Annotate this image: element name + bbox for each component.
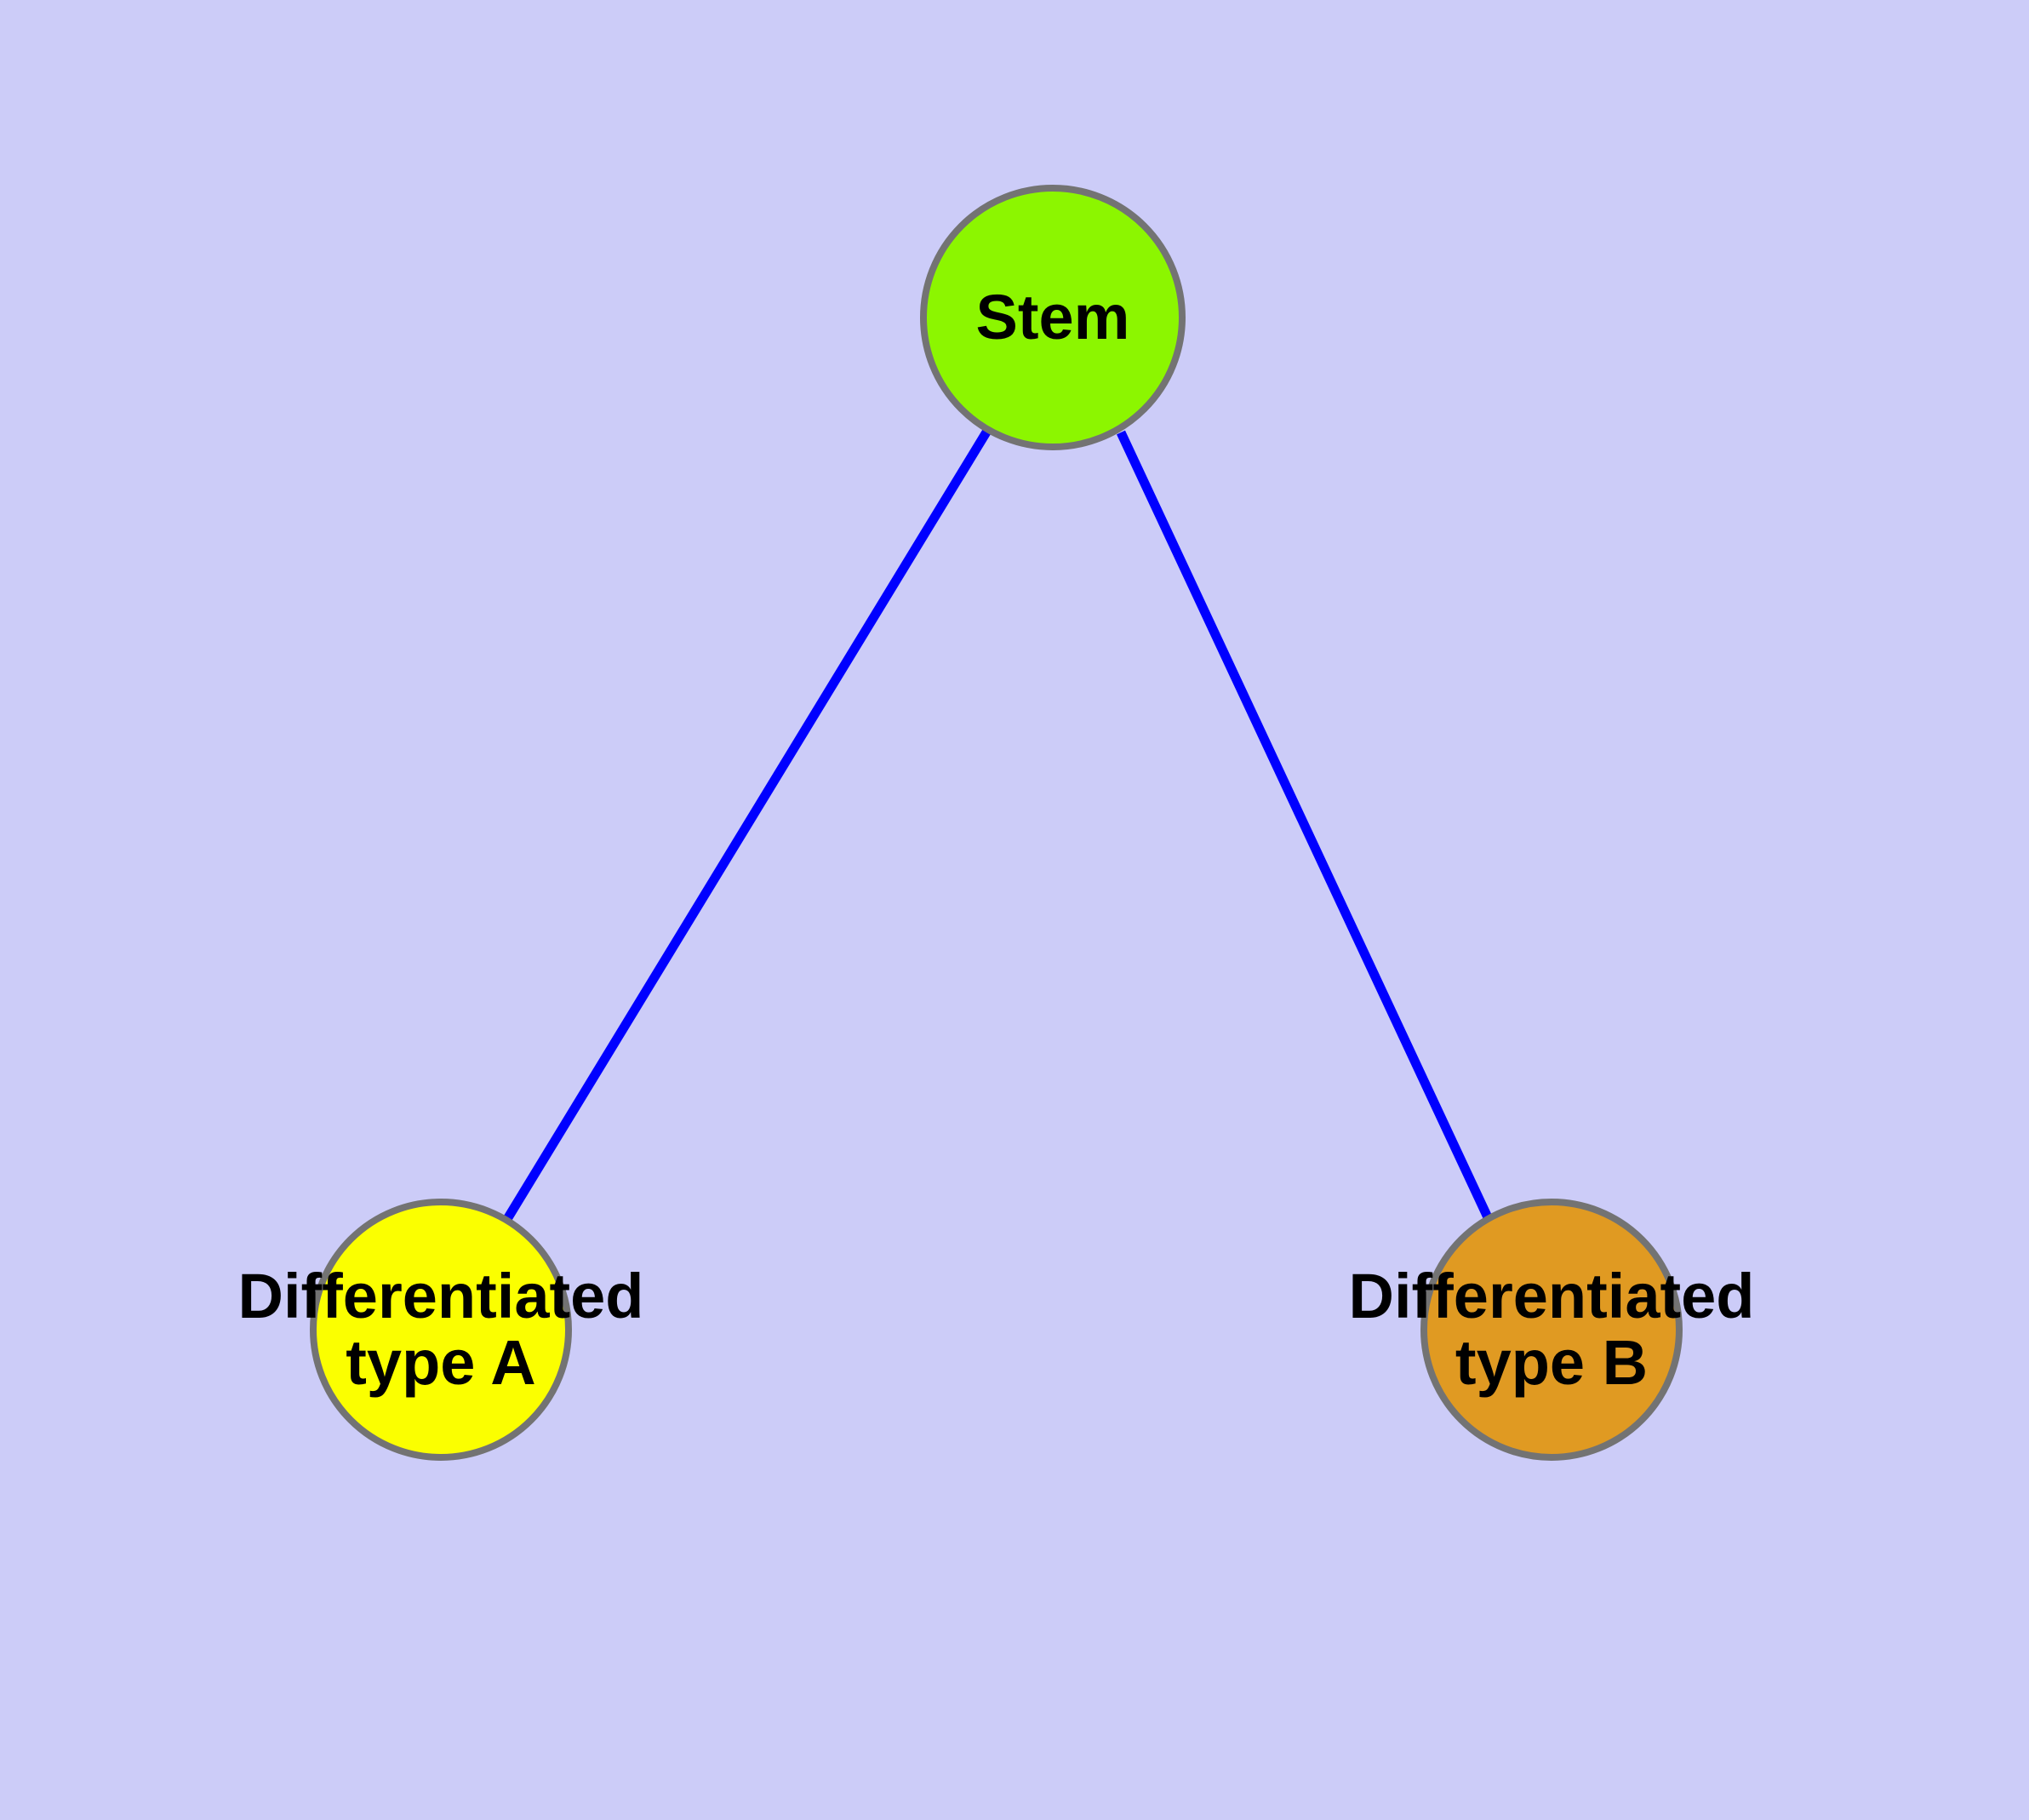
node-differentiated-type-b[interactable]	[1420, 1199, 1683, 1461]
nodes-group	[310, 185, 1683, 1461]
node-differentiated-type-a[interactable]	[310, 1199, 572, 1461]
node-stem[interactable]	[920, 185, 1186, 450]
edges-group	[503, 428, 1492, 1222]
edge-stem-to-differentiated-type-b	[1117, 430, 1492, 1220]
edge-stem-to-differentiated-type-a	[503, 428, 992, 1222]
